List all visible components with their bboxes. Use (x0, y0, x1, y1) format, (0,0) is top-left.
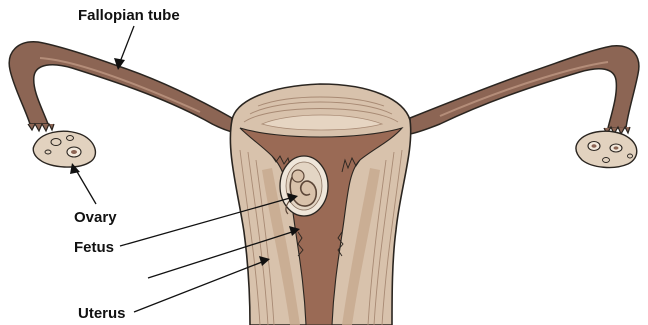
right-fallopian-tube (410, 46, 639, 134)
left-ovary (33, 131, 95, 167)
label-uterus: Uterus (78, 305, 126, 322)
label-fallopian-tube: Fallopian tube (78, 7, 180, 24)
right-ovary (576, 131, 637, 167)
label-fetus: Fetus (74, 239, 114, 256)
label-ovary: Ovary (74, 209, 117, 226)
fetus-icon (280, 156, 328, 216)
left-fallopian-tube (9, 42, 232, 132)
